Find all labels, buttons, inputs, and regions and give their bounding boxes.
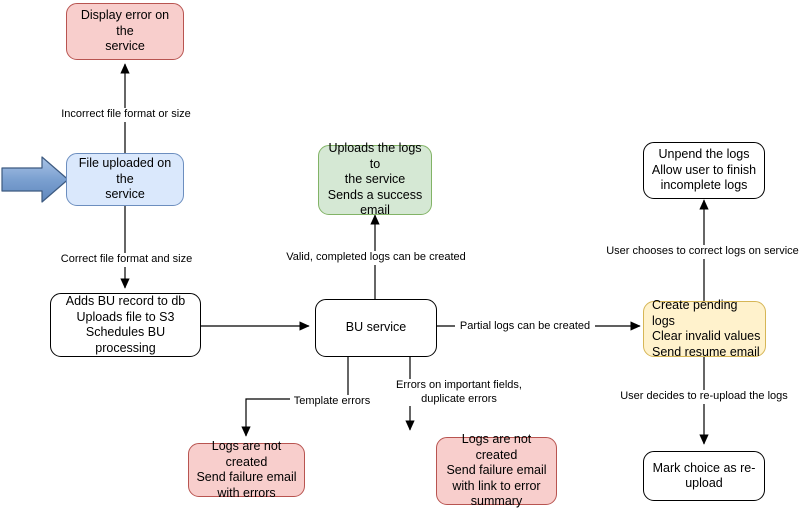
node-file-uploaded[interactable]: File uploaded on the service bbox=[66, 153, 184, 206]
node-label: Logs are not created Send failure email … bbox=[196, 439, 297, 500]
edge-label-user-reupload: User decides to re-upload the logs bbox=[612, 390, 796, 404]
edge-label-correct-format: Correct file format and size bbox=[54, 253, 199, 267]
node-label: Uploads the logs to the service Sends a … bbox=[327, 141, 423, 218]
node-create-pending-logs[interactable]: Create pending logs Clear invalid values… bbox=[643, 298, 766, 359]
node-mark-choice-reupload[interactable]: Mark choice as re- upload bbox=[643, 451, 765, 501]
node-label: Adds BU record to db Uploads file to S3 … bbox=[65, 294, 186, 355]
node-uploads-logs[interactable]: Uploads the logs to the service Sends a … bbox=[318, 141, 432, 217]
node-label: File uploaded on the service bbox=[78, 156, 172, 202]
edge-label-valid-logs: Valid, completed logs can be created bbox=[283, 251, 469, 265]
edge-label-template-errors: Template errors bbox=[290, 395, 374, 409]
node-unpend-logs[interactable]: Unpend the logs Allow user to finish inc… bbox=[643, 142, 765, 199]
edge-label-incorrect-format: Incorrect file format or size bbox=[51, 108, 201, 122]
node-label: Display error on the service bbox=[80, 8, 170, 54]
entry-block-arrow-icon bbox=[1, 156, 69, 203]
edge-label-important-errors: Errors on important fields, duplicate er… bbox=[394, 379, 524, 406]
node-label: Mark choice as re- upload bbox=[652, 460, 756, 491]
node-label: BU service bbox=[345, 320, 407, 335]
node-label: Unpend the logs Allow user to finish inc… bbox=[651, 147, 757, 193]
node-display-error[interactable]: Display error on the service bbox=[66, 3, 184, 60]
node-bu-service[interactable]: BU service bbox=[315, 299, 437, 357]
node-logs-not-created-template[interactable]: Logs are not created Send failure email … bbox=[188, 439, 305, 500]
node-label: Create pending logs Clear invalid values… bbox=[652, 298, 761, 359]
edge-label-user-corrects: User chooses to correct logs on service bbox=[604, 245, 801, 259]
node-label: Logs are not created Send failure email … bbox=[446, 432, 547, 509]
node-logs-not-created-summary[interactable]: Logs are not created Send failure email … bbox=[436, 432, 557, 508]
edge-label-partial-logs: Partial logs can be created bbox=[455, 320, 595, 334]
node-adds-bu-record[interactable]: Adds BU record to db Uploads file to S3 … bbox=[50, 293, 201, 357]
